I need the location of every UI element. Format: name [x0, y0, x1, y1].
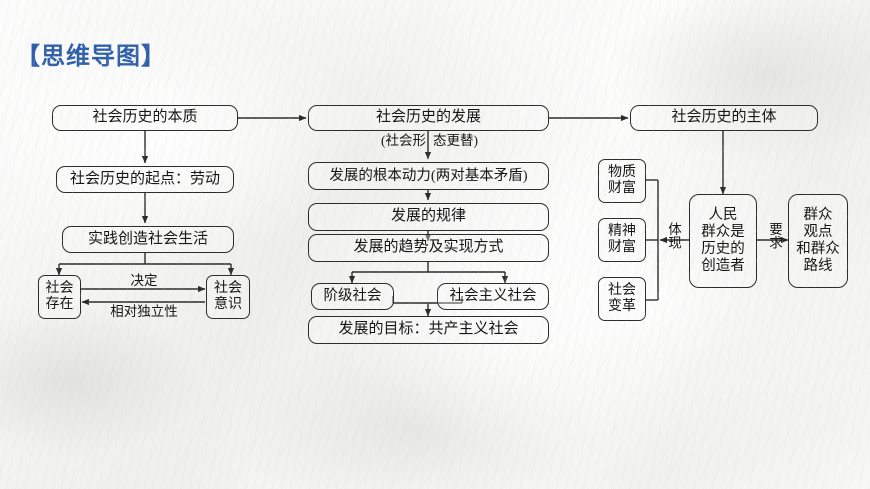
label-relative-independence: 相对独立性	[110, 304, 178, 319]
node-social-history-subject[interactable]: 社会历史的主体	[630, 105, 818, 131]
node-development-goal[interactable]: 发展的目标：共产主义社会	[308, 316, 549, 344]
label-determines: 决定	[130, 273, 158, 288]
node-social-history-development[interactable]: 社会历史的发展	[308, 105, 549, 131]
node-spiritual-wealth[interactable]: 精神 财富	[598, 218, 646, 262]
node-social-history-origin[interactable]: 社会历史的起点：劳动	[56, 166, 234, 193]
node-social-history-essence[interactable]: 社会历史的本质	[52, 105, 238, 131]
node-people-are-creators-of-history[interactable]: 人民 群众是 历史的 创造者	[689, 194, 757, 288]
label-form-replacement-left: (社会形	[381, 133, 426, 148]
node-material-wealth[interactable]: 物质 财富	[598, 159, 646, 203]
label-requires: 要求	[767, 222, 782, 249]
node-social-reform[interactable]: 社会 变革	[598, 277, 646, 321]
label-form-replacement-right: 态更替)	[433, 133, 478, 148]
node-mass-viewpoint-and-mass-line[interactable]: 群众 观点 和群众 路线	[788, 194, 848, 288]
node-socialist-society[interactable]: 社会主义社会	[437, 283, 549, 310]
node-development-law[interactable]: 发展的规律	[308, 203, 549, 231]
node-development-trend[interactable]: 发展的趋势及实现方式	[308, 234, 549, 262]
node-social-consciousness[interactable]: 社会 意识	[206, 275, 250, 319]
node-fundamental-driving-force[interactable]: 发展的根本动力(两对基本矛盾)	[308, 162, 549, 190]
label-embodies: 体现	[666, 222, 681, 249]
node-practice-creates-social-life[interactable]: 实践创造社会生活	[62, 226, 234, 253]
page-title: 【思维导图】	[16, 42, 166, 70]
node-social-being[interactable]: 社会 存在	[38, 275, 81, 319]
node-class-society[interactable]: 阶级社会	[311, 283, 394, 310]
